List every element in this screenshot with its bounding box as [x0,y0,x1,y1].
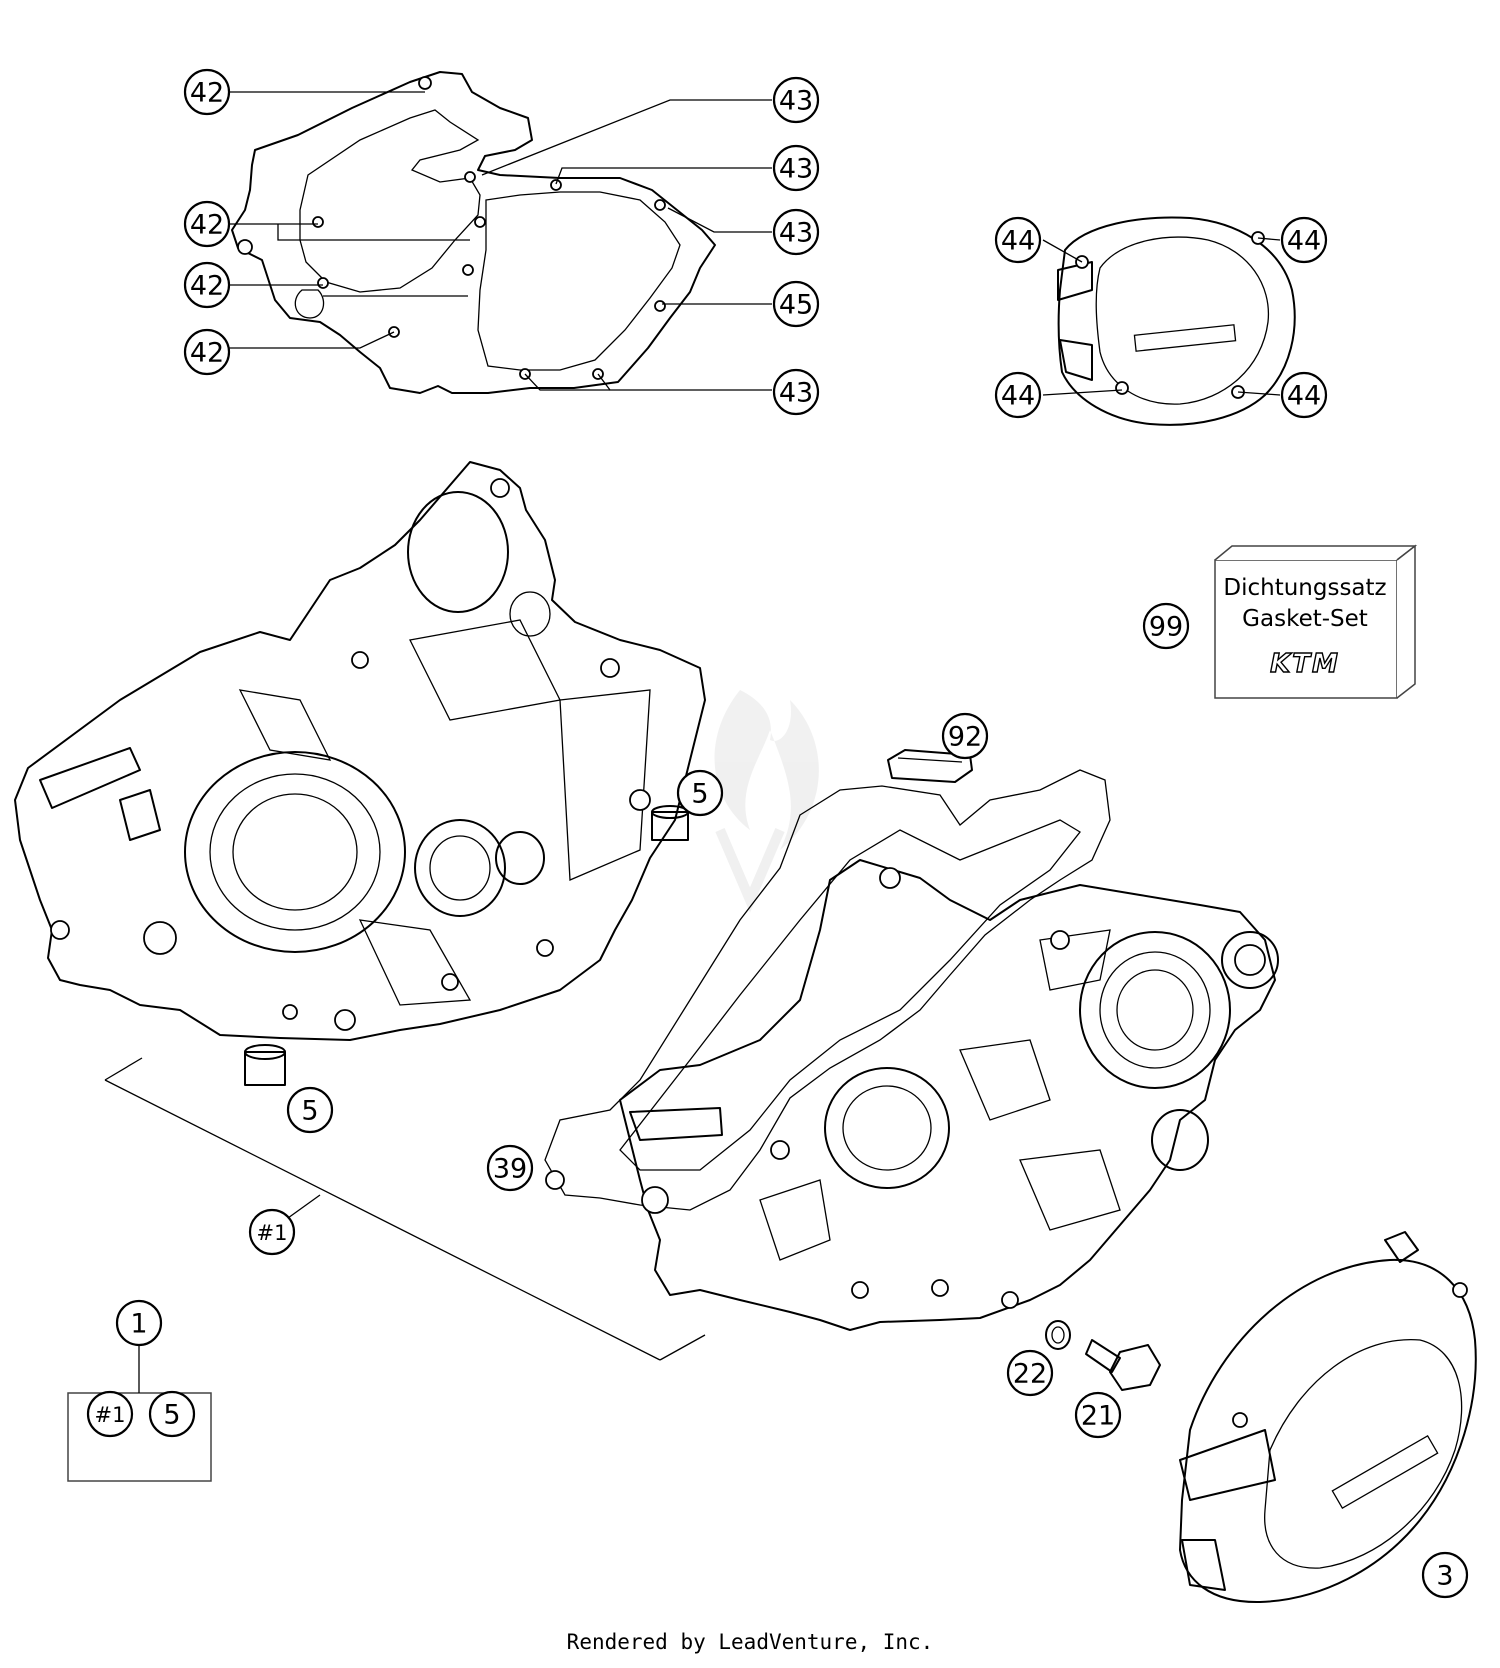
callout-44[interactable]: 44 [1280,216,1328,264]
callout-hash-1[interactable]: #1 [248,1208,296,1256]
svg-text:42: 42 [190,271,224,302]
callout-42[interactable]: 42 [183,261,231,309]
svg-text:5: 5 [691,779,708,810]
svg-text:#1: #1 [257,1221,288,1245]
dowel-pin-lower [244,1044,286,1086]
svg-text:44: 44 [1287,226,1321,257]
svg-text:44: 44 [1001,381,1035,412]
footer-credit: Rendered by LeadVenture, Inc. [566,1630,934,1654]
assembly-group-leader [104,1057,706,1361]
callout-hash-1[interactable]: #1 [86,1390,134,1438]
ignition-cover-small [1057,216,1296,426]
left-crankcase-half [14,461,706,1041]
sealing-washer [1045,1320,1071,1350]
callout-21[interactable]: 21 [1074,1391,1122,1439]
callout-44[interactable]: 44 [994,371,1042,419]
callout-5[interactable]: 5 [676,769,724,817]
svg-text:92: 92 [948,722,982,753]
svg-text:3: 3 [1436,1561,1453,1592]
callout-1[interactable]: 1 [115,1299,163,1347]
svg-text:42: 42 [190,78,224,109]
svg-text:43: 43 [779,378,813,409]
callout-43[interactable]: 43 [772,368,820,416]
callout-44[interactable]: 44 [994,216,1042,264]
callout-42[interactable]: 42 [183,200,231,248]
flame-logo-icon [714,690,819,913]
crankcase-gasket-top [231,71,716,394]
ignition-cover-large [1179,1231,1477,1604]
gasket-set-box [1214,544,1418,699]
gasket-set-label-de: Dichtungssatz [1223,575,1386,601]
callout-45[interactable]: 45 [772,280,820,328]
svg-text:1: 1 [130,1309,147,1340]
svg-text:43: 43 [779,218,813,249]
ignition-cover-leaders [1042,237,1281,396]
callout-5[interactable]: 5 [148,1390,196,1438]
callout-22[interactable]: 22 [1006,1349,1054,1397]
svg-text:#1: #1 [95,1403,126,1427]
callout-44[interactable]: 44 [1280,371,1328,419]
callout-99[interactable]: 99 [1142,602,1190,650]
svg-text:43: 43 [779,154,813,185]
svg-text:44: 44 [1287,381,1321,412]
right-crankcase-half [619,859,1279,1331]
gasket-set-label-en: Gasket-Set [1242,606,1368,632]
callout-5[interactable]: 5 [286,1086,334,1134]
callout-43[interactable]: 43 [772,208,820,256]
callout-43[interactable]: 43 [772,76,820,124]
callout-42[interactable]: 42 [183,68,231,116]
svg-text:42: 42 [190,210,224,241]
callout-39[interactable]: 39 [486,1144,534,1192]
gasket-leaders [228,91,772,391]
callout-43[interactable]: 43 [772,144,820,192]
dowel-pin-upper [651,805,689,841]
svg-text:5: 5 [163,1400,180,1431]
callout-3[interactable]: 3 [1421,1551,1469,1599]
callout-92[interactable]: 92 [941,712,989,760]
svg-text:39: 39 [493,1154,527,1185]
callout-42[interactable]: 42 [183,328,231,376]
middle-case-gasket [544,769,1111,1211]
drain-plug [1085,1339,1161,1391]
svg-text:22: 22 [1013,1359,1047,1390]
svg-text:43: 43 [779,86,813,117]
ktm-logo: KTM [1270,649,1340,679]
svg-text:5: 5 [301,1096,318,1127]
svg-text:99: 99 [1149,612,1183,643]
svg-text:44: 44 [1001,226,1035,257]
svg-text:42: 42 [190,338,224,369]
svg-text:45: 45 [779,290,813,321]
gasket-piece-92 [887,749,973,783]
svg-text:21: 21 [1081,1401,1115,1432]
